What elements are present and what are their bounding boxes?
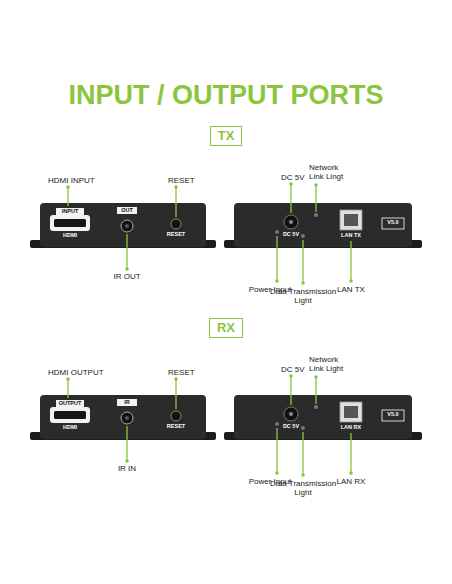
- port-marking: HDMI: [63, 233, 77, 239]
- port-marking: RESET: [167, 424, 185, 430]
- port-marking: V5.0: [387, 412, 398, 418]
- port-marking: DC 5V: [283, 232, 299, 238]
- section-name: RX: [217, 321, 235, 335]
- port-marking: LAN TX: [341, 233, 361, 239]
- callout-label: IR OUT: [113, 272, 140, 281]
- callout-label: HDMI OUTPUT: [48, 368, 104, 377]
- section-tag: TX: [210, 126, 243, 146]
- callout-label: DC 5V: [281, 173, 305, 182]
- port-marking: HDMI: [63, 425, 77, 431]
- port-marking: OUT: [121, 208, 133, 214]
- callout-label: Network Link Lingt: [309, 163, 353, 181]
- section-name: TX: [218, 129, 235, 143]
- callout-label: LAN TX: [337, 285, 365, 294]
- callout-label: LAN RX: [337, 477, 366, 486]
- port-marking: DC 5V: [283, 424, 299, 430]
- port-marking: IR: [124, 400, 130, 406]
- port-marking: V5.0: [387, 220, 398, 226]
- callout-label: HDMI INPUT: [48, 176, 95, 185]
- port-marking: LAN RX: [341, 425, 361, 431]
- callout-label: RESET: [168, 176, 195, 185]
- callout-label: Data Transmission Light: [267, 287, 339, 305]
- tx-devices: [30, 182, 422, 285]
- callout-label: Network Link Light: [309, 355, 353, 373]
- port-marking: INPUT: [62, 209, 79, 215]
- callout-label: RESET: [168, 368, 195, 377]
- callout-label: IR IN: [118, 464, 136, 473]
- port-marking: RESET: [167, 232, 185, 238]
- title: INPUT / OUTPUT PORTS: [0, 80, 452, 111]
- section-tag: RX: [209, 318, 243, 338]
- callout-label: Data Transmission Light: [267, 479, 339, 497]
- port-marking: OUTPUT: [59, 401, 82, 407]
- rx-devices: [30, 374, 422, 477]
- callout-label: DC 5V: [281, 365, 305, 374]
